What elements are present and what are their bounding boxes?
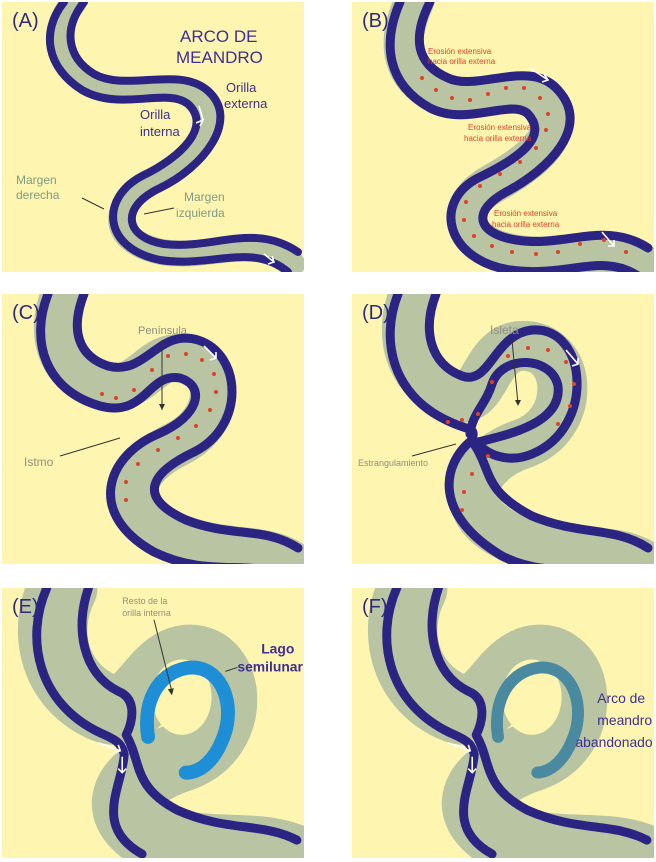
orilla-interna-label: Orilla <box>140 107 171 122</box>
panel-label: (B) <box>362 10 389 33</box>
orilla-interna-label: interna <box>140 124 181 139</box>
panel-f: Arco de meandro abandonado (F) <box>352 588 654 858</box>
title-text: MEANDRO <box>176 48 263 67</box>
lago-label: semilunar <box>237 658 303 674</box>
panel-a: ARCO DE MEANDRO Orilla externa Orilla in… <box>2 2 304 272</box>
panel-label: (D) <box>362 302 390 325</box>
diagram-f: Arco de meandro abandonado <box>352 588 654 858</box>
arco-label: Arco de <box>597 690 645 706</box>
erosion-label: hacia orilla externa <box>492 220 560 229</box>
orilla-externa-label: Orilla <box>226 80 257 95</box>
margen-izquierda-label: Margen <box>184 190 225 204</box>
resto-label: orilla interna <box>122 608 171 618</box>
margen-izquierda-label: izquierda <box>176 206 225 220</box>
margen-derecha-label: derecha <box>16 188 60 202</box>
estrangulamiento-label: Estrangulamiento <box>358 458 428 468</box>
erosion-label: hacia orilla externa <box>464 134 532 143</box>
erosion-label: Erosión extensiva <box>468 123 532 132</box>
isleta-label: Isleta <box>490 323 519 337</box>
arco-label: abandonado <box>575 734 652 750</box>
diagram-b: Erosión extensiva hacia orilla externa E… <box>352 2 654 272</box>
panel-d: Isleta Estrangulamiento (D) <box>352 294 654 564</box>
erosion-label: Erosión extensiva <box>494 209 558 218</box>
diagram-c: Península Istmo <box>2 294 304 564</box>
diagram-a: ARCO DE MEANDRO Orilla externa Orilla in… <box>2 2 304 272</box>
orilla-externa-label: externa <box>224 96 268 111</box>
title-text: ARCO DE <box>180 27 257 46</box>
panel-label: (C) <box>12 302 40 325</box>
arco-label: meandro <box>597 712 652 728</box>
panel-b: Erosión extensiva hacia orilla externa E… <box>352 2 654 272</box>
peninsula-label: Península <box>138 325 188 337</box>
panel-label: (A) <box>12 10 39 33</box>
panel-label: (F) <box>362 596 388 619</box>
margen-derecha-label: Margen <box>16 173 57 187</box>
panel-label: (E) <box>12 596 39 619</box>
erosion-label: hacia orilla externa <box>428 57 496 66</box>
resto-label: Resto de la <box>122 596 167 606</box>
panel-e: Resto de la orilla interna Lago semiluna… <box>2 588 304 858</box>
panel-c: Península Istmo (C) <box>2 294 304 564</box>
erosion-label: Erosión extensiva <box>428 47 492 56</box>
diagram-e: Resto de la orilla interna Lago semiluna… <box>2 588 304 858</box>
diagram-d: Isleta Estrangulamiento <box>352 294 654 564</box>
istmo-label: Istmo <box>24 455 54 469</box>
lago-label: Lago <box>261 641 294 657</box>
